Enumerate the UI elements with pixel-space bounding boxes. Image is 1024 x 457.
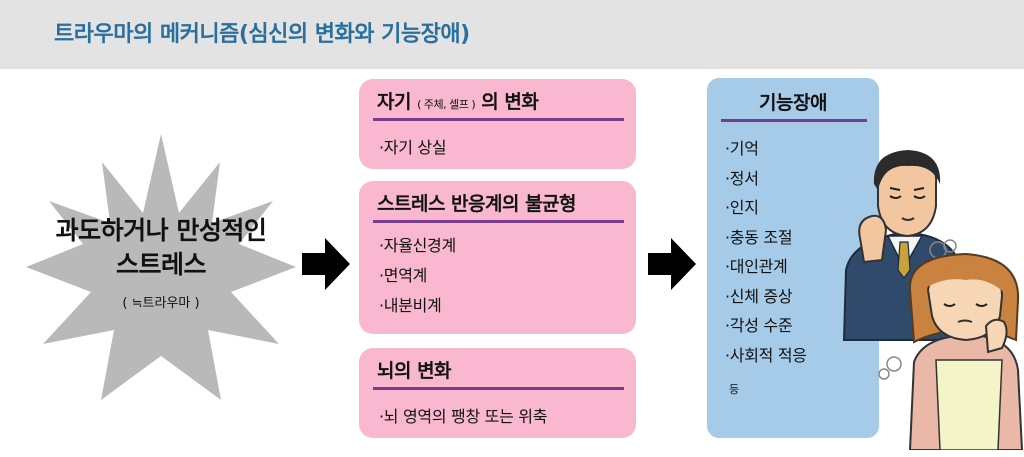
stressor-label: 과도하거나 만성적인 스트레스 ( ≒트라우마 ) bbox=[26, 214, 296, 311]
dysfunction-title: 기능장애 bbox=[707, 88, 879, 115]
list-item: ·사회적 적응 bbox=[725, 341, 807, 371]
list-item: ·대인관계 bbox=[725, 252, 807, 282]
title-underline bbox=[721, 119, 867, 122]
self-change-title-note: ( 주체, 셀프 ) bbox=[417, 98, 475, 111]
list-item: ·뇌 영역의 팽창 또는 위축 bbox=[379, 402, 547, 432]
list-item: ·면역계 bbox=[379, 261, 456, 291]
title-underline bbox=[373, 118, 624, 121]
title-underline bbox=[373, 387, 624, 390]
brain-change-title: 뇌의 변화 bbox=[377, 356, 451, 383]
stressor-line-2: 스트레스 bbox=[26, 248, 296, 282]
stressor-line-1: 과도하거나 만성적인 bbox=[26, 214, 296, 248]
list-item: ·정서 bbox=[725, 164, 807, 194]
self-change-box: 자기 ( 주체, 셀프 ) 의 변화 ·자기 상실 bbox=[359, 79, 636, 169]
arrow-right-icon bbox=[648, 238, 696, 290]
arrow-right-icon bbox=[302, 238, 350, 290]
list-item: ·충동 조절 bbox=[725, 223, 807, 253]
header-bar: 트라우마의 메커니즘(심신의 변화와 기능장애) bbox=[0, 0, 1024, 69]
stress-response-list: ·자율신경계 ·면역계 ·내분비계 bbox=[379, 231, 456, 321]
dysfunction-list: ·기억 ·정서 ·인지 ·충동 조절 ·대인관계 ·신체 증상 ·각성 수준 ·… bbox=[725, 134, 807, 370]
title-underline bbox=[373, 220, 624, 223]
brain-change-box: 뇌의 변화 ·뇌 영역의 팽창 또는 위축 bbox=[359, 348, 636, 438]
stress-response-box: 스트레스 반응계의 불균형 ·자율신경계 ·면역계 ·내분비계 bbox=[359, 181, 636, 334]
self-change-list: ·자기 상실 bbox=[379, 133, 446, 163]
dysfunction-note: 등 bbox=[729, 381, 739, 397]
worried-woman-illustration bbox=[910, 254, 1022, 450]
page-title: 트라우마의 메커니즘(심신의 변화와 기능장애) bbox=[54, 16, 470, 48]
list-item: ·자기 상실 bbox=[379, 133, 446, 163]
list-item: ·내분비계 bbox=[379, 291, 456, 321]
worried-people-illustration bbox=[838, 150, 1024, 450]
list-item: ·신체 증상 bbox=[725, 282, 807, 312]
list-item: ·인지 bbox=[725, 193, 807, 223]
list-item: ·각성 수준 bbox=[725, 311, 807, 341]
stressor-note: ( ≒트라우마 ) bbox=[26, 292, 296, 311]
list-item: ·기억 bbox=[725, 134, 807, 164]
brain-change-list: ·뇌 영역의 팽창 또는 위축 bbox=[379, 402, 547, 432]
self-change-title: 자기 ( 주체, 셀프 ) 의 변화 bbox=[377, 87, 538, 114]
list-item: ·자율신경계 bbox=[379, 231, 456, 261]
stress-response-title: 스트레스 반응계의 불균형 bbox=[377, 189, 576, 216]
